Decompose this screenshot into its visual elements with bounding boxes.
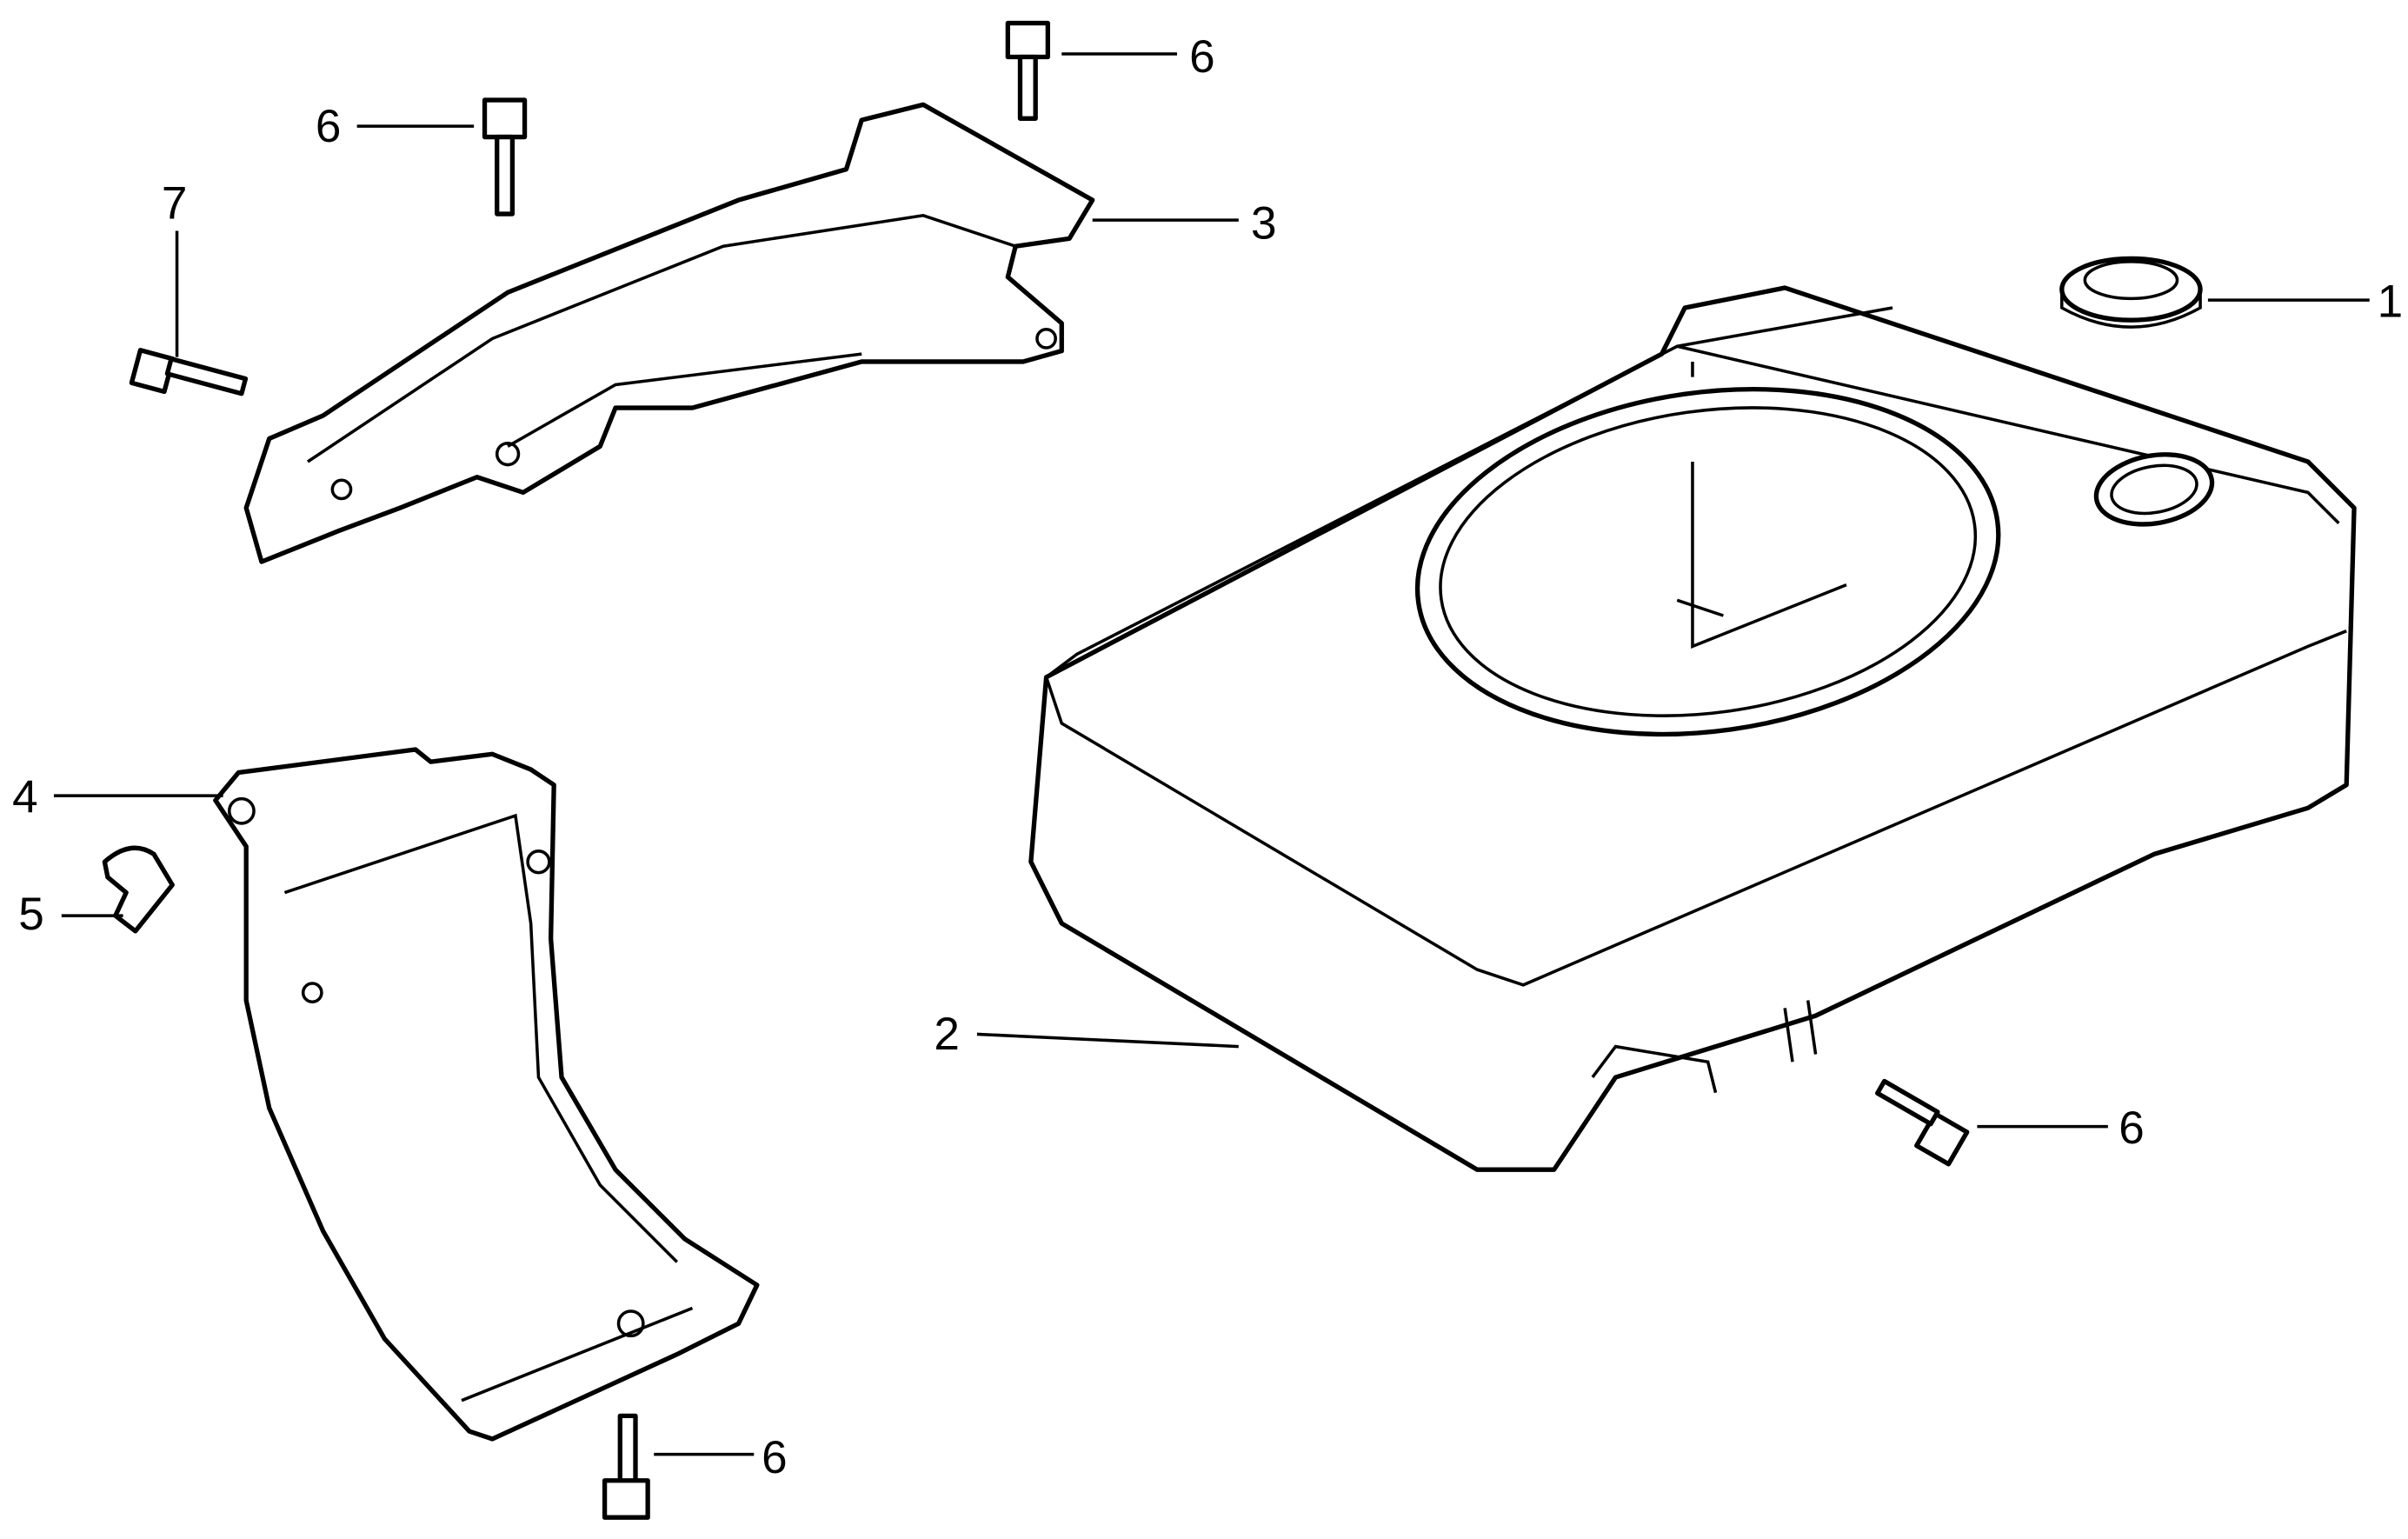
bolt bbox=[602, 1413, 650, 1520]
callout-1: 1 bbox=[2378, 276, 2404, 328]
callout-6-upper-left: 6 bbox=[316, 101, 342, 152]
grommet bbox=[2059, 256, 2203, 329]
callout-4: 4 bbox=[12, 772, 38, 823]
callout-6-right: 6 bbox=[2119, 1103, 2145, 1154]
bolt bbox=[1005, 20, 1051, 121]
callout-5: 5 bbox=[18, 889, 44, 940]
callout-7: 7 bbox=[162, 177, 188, 229]
side-cover bbox=[213, 747, 760, 1442]
fan-shroud bbox=[1028, 285, 2357, 1172]
callout-3: 3 bbox=[1251, 197, 1277, 249]
callout-6-top: 6 bbox=[1189, 31, 1215, 83]
callout-6-bottom: 6 bbox=[762, 1432, 788, 1483]
upper-bracket bbox=[243, 102, 1095, 564]
bolt bbox=[482, 97, 528, 217]
bolt bbox=[129, 348, 249, 396]
clip bbox=[102, 845, 175, 934]
bolt bbox=[1875, 1078, 1970, 1167]
callout-2: 2 bbox=[934, 1009, 960, 1060]
